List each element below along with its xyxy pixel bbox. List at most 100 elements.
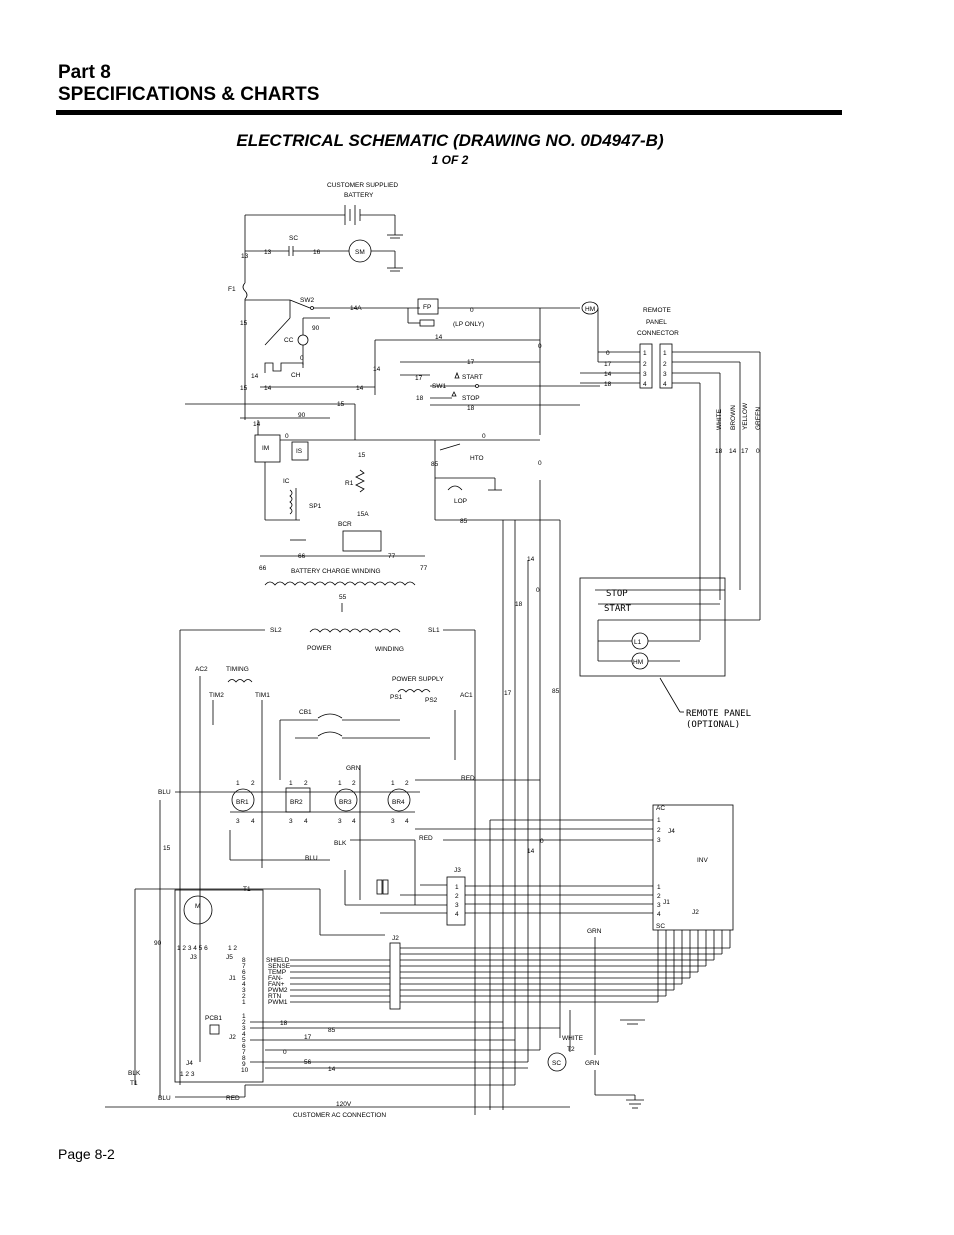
- svg-text:0: 0: [540, 838, 544, 845]
- ac1-label: AC1: [460, 692, 473, 699]
- ps1-label: PS1: [390, 694, 403, 701]
- j2-mid-label: J2: [392, 935, 399, 942]
- remote-label: REMOTE: [643, 307, 671, 314]
- red-label-bottom: RED: [226, 1095, 240, 1102]
- circuit-breaker-cb1-b: [317, 731, 343, 737]
- j2-connector: [389, 942, 401, 1010]
- svg-text:4: 4: [251, 818, 255, 825]
- svg-text:2: 2: [251, 780, 255, 787]
- red-label-mid: RED: [419, 835, 433, 842]
- svg-text:4: 4: [405, 818, 409, 825]
- svg-text:3: 3: [643, 371, 647, 378]
- svg-text:13: 13: [264, 249, 272, 256]
- brown-label: BROWN: [730, 405, 737, 430]
- svg-text:85: 85: [460, 518, 468, 525]
- section-heading: SPECIFICATIONS & CHARTS: [58, 84, 320, 105]
- svg-text:3: 3: [338, 818, 342, 825]
- timing-label: TIMING: [226, 666, 249, 673]
- schematic-title: ELECTRICAL SCHEMATIC (DRAWING NO. 0D4947…: [236, 131, 664, 150]
- svg-text:1: 1: [663, 350, 667, 357]
- svg-text:1 2 3 4 5 6: 1 2 3 4 5 6: [177, 945, 208, 952]
- svg-text:17: 17: [604, 361, 612, 368]
- remote-start-label: START: [604, 604, 632, 614]
- tim2-label: TIM2: [209, 692, 224, 699]
- svg-text:85: 85: [328, 1027, 336, 1034]
- svg-text:66: 66: [298, 553, 306, 560]
- t1-label-bottom: T1: [130, 1080, 138, 1087]
- power-label: POWER: [307, 645, 332, 652]
- blu-label-top: BLU: [158, 789, 171, 796]
- svg-text:90: 90: [298, 412, 306, 419]
- l1-label: L1: [634, 639, 642, 646]
- svg-text:4: 4: [643, 381, 647, 388]
- svg-text:15: 15: [358, 452, 366, 459]
- svg-text:7: 7: [242, 963, 246, 970]
- svg-text:2: 2: [657, 827, 661, 834]
- svg-text:55: 55: [339, 594, 347, 601]
- svg-text:18: 18: [715, 448, 723, 455]
- hm-label: HM: [585, 306, 595, 313]
- tim1-label: TIM1: [255, 692, 270, 699]
- j5-pcb-label: J5: [226, 954, 233, 961]
- page-number: Page 8-2: [58, 1146, 115, 1162]
- sm-label: SM: [355, 249, 365, 256]
- svg-text:90: 90: [312, 325, 320, 332]
- lp-only-label: (LP ONLY): [453, 321, 484, 328]
- svg-text:1 2: 1 2: [228, 945, 237, 952]
- svg-text:66: 66: [259, 565, 267, 572]
- ac2-label: AC2: [195, 666, 208, 673]
- blk-label-bottom: BLK: [128, 1070, 141, 1077]
- svg-text:BR2: BR2: [290, 799, 303, 806]
- f1-label: F1: [228, 286, 236, 293]
- svg-text:3: 3: [663, 371, 667, 378]
- svg-text:15: 15: [240, 385, 248, 392]
- j1-inv-label: J1: [663, 899, 670, 906]
- svg-text:4: 4: [304, 818, 308, 825]
- j4-inv-label: J4: [668, 828, 675, 835]
- connector-label: CONNECTOR: [637, 330, 679, 337]
- svg-text:7: 7: [242, 1049, 246, 1056]
- blk-label-bridges: BLK: [334, 840, 347, 847]
- svg-text:0: 0: [283, 1049, 287, 1056]
- t1-label-top: T1: [243, 886, 251, 893]
- svg-text:15: 15: [163, 845, 171, 852]
- svg-text:SC: SC: [552, 1060, 561, 1067]
- sl2-label: SL2: [270, 627, 282, 634]
- remote-panel-optional-label-1: REMOTE PANEL: [686, 709, 751, 719]
- ignition-module-symbol: [254, 434, 281, 463]
- svg-text:BR3: BR3: [339, 799, 352, 806]
- svg-text:56: 56: [304, 1059, 312, 1066]
- svg-text:14: 14: [527, 848, 535, 855]
- j3-pcb-label: J3: [190, 954, 197, 961]
- svg-text:13: 13: [241, 253, 249, 260]
- pcb1-label: PCB1: [205, 1015, 222, 1022]
- svg-text:17: 17: [467, 359, 475, 366]
- remote-stop-label: STOP: [606, 589, 628, 599]
- ch-label: CH: [291, 372, 301, 379]
- svg-text:1 2 3: 1 2 3: [180, 1071, 195, 1078]
- lop-label: LOP: [454, 498, 467, 505]
- circuit-breaker-cb1-a: [317, 713, 343, 719]
- blu-label-bottom: BLU: [158, 1095, 171, 1102]
- svg-text:18: 18: [416, 395, 424, 402]
- remote-panel-box: [579, 577, 726, 677]
- pwm2-label: PWM2: [268, 987, 288, 994]
- svg-text:2: 2: [663, 361, 667, 368]
- svg-text:85: 85: [552, 688, 560, 695]
- battery-label: BATTERY: [344, 192, 374, 199]
- fan-plus-label: FAN+: [268, 981, 285, 988]
- svg-text:3: 3: [391, 818, 395, 825]
- svg-text:15: 15: [337, 401, 345, 408]
- svg-text:14: 14: [729, 448, 737, 455]
- svg-text:0: 0: [538, 343, 542, 350]
- svg-text:0: 0: [285, 433, 289, 440]
- ignition-switch-symbol: [291, 441, 309, 461]
- power-supply-label: POWER SUPPLY: [392, 676, 444, 683]
- svg-text:14: 14: [604, 371, 612, 378]
- svg-text:14: 14: [356, 385, 364, 392]
- svg-text:17: 17: [741, 448, 749, 455]
- t2-label: T2: [567, 1046, 575, 1053]
- sc-bottom-symbol: [547, 1052, 567, 1072]
